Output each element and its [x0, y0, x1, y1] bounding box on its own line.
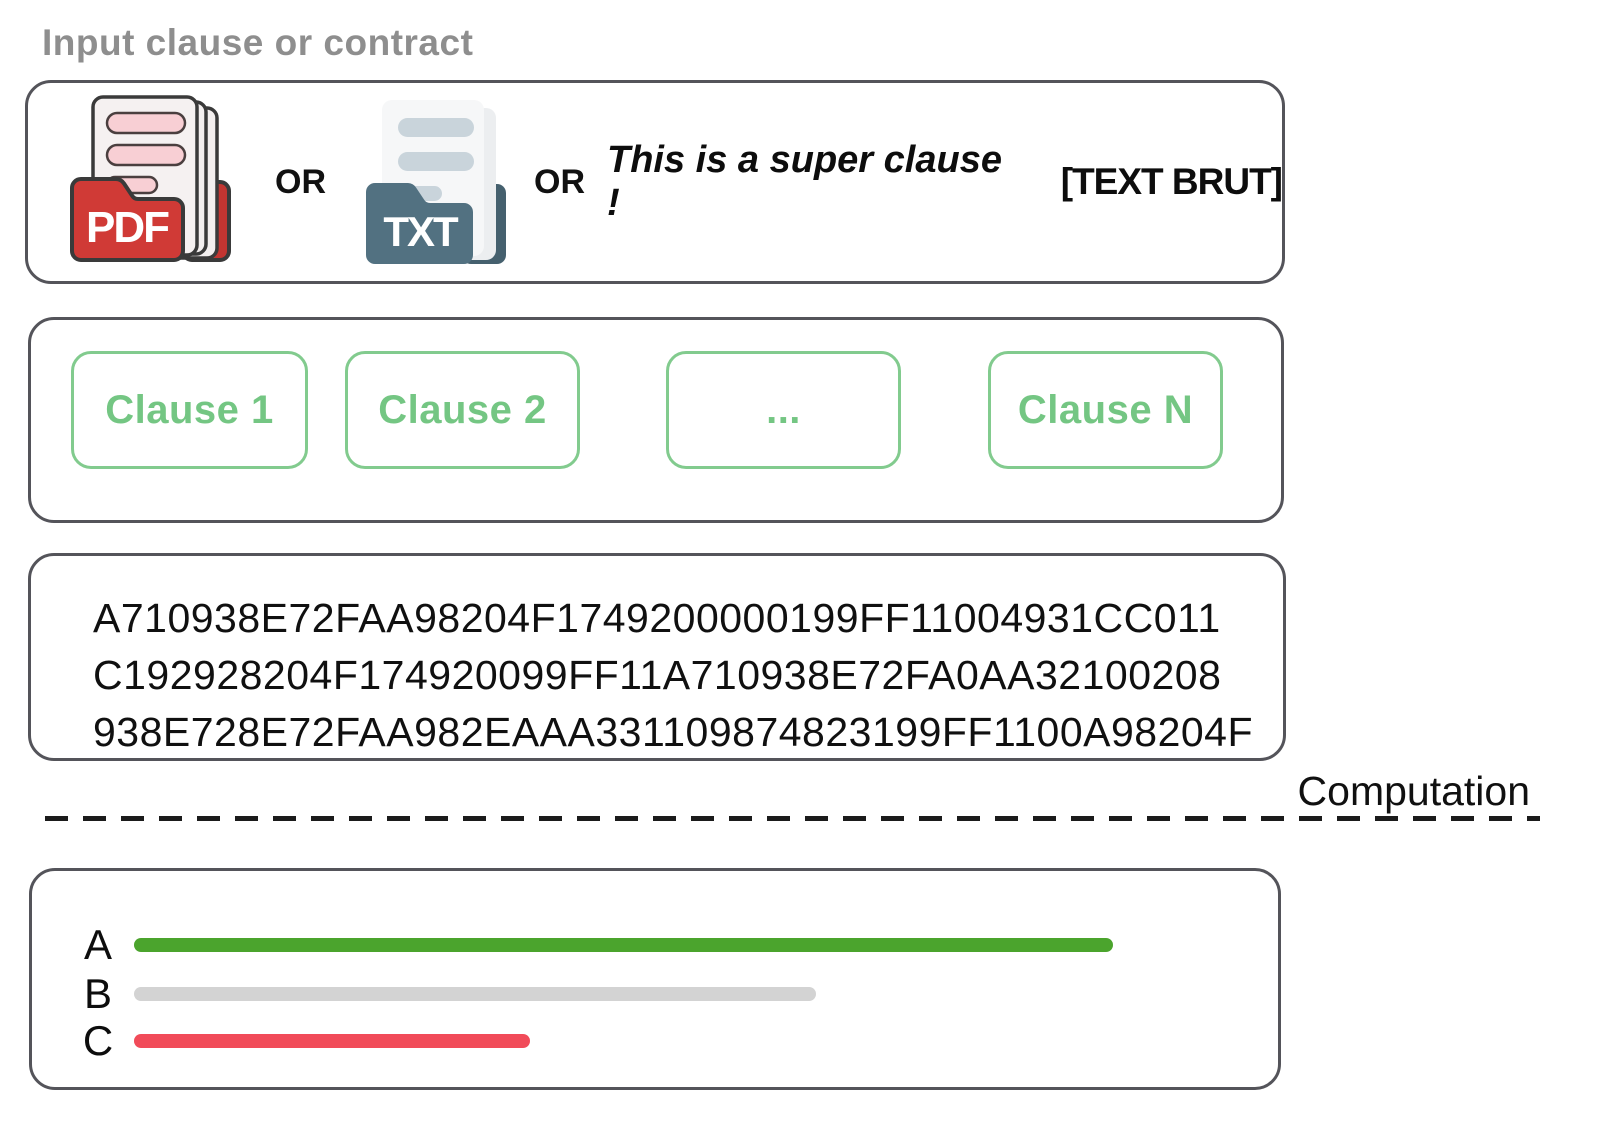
computation-label: Computation	[1297, 768, 1530, 814]
txt-icon-label: TXT	[383, 208, 459, 255]
sample-clause-text: This is a super clause !	[607, 139, 1002, 224]
hash-line-2: C192928204F174920099FF11A710938E72FA0AA3…	[93, 652, 1222, 698]
bar-row-a: A	[72, 921, 1250, 969]
bar-label-b: B	[83, 970, 112, 1017]
pdf-file-icon: PDF	[70, 95, 231, 262]
clause-chip-1: Clause 1	[71, 351, 308, 469]
pdf-icon-label: PDF	[86, 203, 169, 252]
raw-text-tag: [TEXT BRUT]	[1060, 161, 1283, 202]
bar-label-c: C	[82, 1017, 114, 1064]
bar-label-a: A	[83, 921, 112, 968]
similarity-bar-a	[134, 938, 1113, 952]
clauses-box: Clause 1 Clause 2 ... Clause N	[28, 317, 1284, 523]
bar-row-c: C	[72, 1017, 1250, 1065]
bar-track-c	[134, 1034, 1234, 1048]
txt-file-icon: TXT	[366, 100, 506, 264]
clause-chip-ellipsis: ...	[666, 351, 901, 469]
results-box: A B C	[29, 868, 1281, 1090]
bar-row-b: B	[72, 970, 1250, 1018]
input-box: PDF OR TXT OR This is a super clause ! […	[25, 80, 1285, 284]
similarity-bar-c	[134, 1034, 530, 1048]
clause-chip-n: Clause N	[988, 351, 1223, 469]
or-separator-2: OR	[534, 162, 585, 201]
hash-line-3: 938E728E72FAA982EAAA331109874823199FF110…	[93, 709, 1254, 755]
computation-divider	[45, 816, 1540, 821]
hash-box: A710938E72FAA98204F1749200000199FF110049…	[28, 553, 1286, 761]
bar-track-a	[134, 938, 1234, 952]
similarity-bar-b	[134, 987, 816, 1001]
or-separator-1: OR	[275, 162, 326, 201]
bar-track-b	[134, 987, 1234, 1001]
hash-line-1: A710938E72FAA98204F1749200000199FF110049…	[93, 595, 1221, 641]
input-section-label: Input clause or contract	[42, 22, 474, 63]
clause-chip-2: Clause 2	[345, 351, 580, 469]
